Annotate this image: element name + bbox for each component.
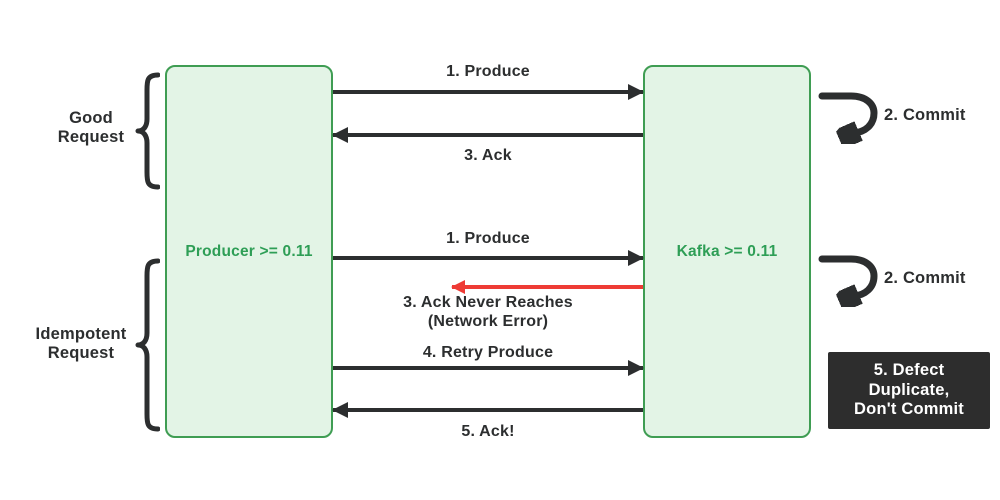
note-line3: Don't Commit (854, 400, 964, 419)
produce-arrow-right-icon (333, 250, 644, 266)
idempotent-request-group-label: Idempotent Request (16, 325, 146, 363)
commit-label: 2. Commit (884, 106, 966, 124)
retry-produce-arrow-right-icon (333, 360, 644, 376)
idempotent-request-line2: Request (47, 344, 115, 362)
commit-self-loop-arrow-icon (818, 92, 878, 144)
ack-arrow-left-icon (332, 127, 643, 143)
produce-arrow-right-icon (333, 84, 644, 100)
lost-ack-message-label: 3. Ack Never Reaches (403, 294, 573, 311)
producer-actor-box: Producer >= 0.11 (165, 65, 333, 438)
note-line2: Duplicate, (868, 380, 950, 399)
good-request-line1: Good (69, 109, 113, 127)
curly-brace-icon (135, 72, 160, 190)
arrowhead (332, 127, 348, 143)
kafka-label: Kafka >= 0.11 (676, 242, 778, 260)
network-error-sublabel: (Network Error) (427, 313, 549, 330)
good-request-line2: Request (57, 128, 125, 146)
arrowhead (628, 360, 644, 376)
ack-message-label: 3. Ack (464, 147, 512, 164)
kafka-actor-box: Kafka >= 0.11 (643, 65, 811, 438)
arrowhead (451, 280, 465, 294)
arrowhead (332, 402, 348, 418)
idempotent-request-line1: Idempotent (35, 325, 127, 343)
curly-brace-icon (135, 258, 160, 432)
note-line1: 5. Defect (873, 361, 945, 380)
produce-message-label: 1. Produce (446, 63, 530, 80)
retry-produce-message-label: 4. Retry Produce (422, 344, 554, 361)
commit-self-loop-arrow-icon (818, 255, 878, 307)
produce-message-label: 1. Produce (446, 230, 530, 247)
arrowhead (628, 250, 644, 266)
defect-duplicate-note-box: 5. Defect Duplicate, Don't Commit (828, 352, 990, 429)
commit-label: 2. Commit (884, 269, 966, 287)
producer-label: Producer >= 0.11 (185, 242, 313, 260)
arrowhead (628, 84, 644, 100)
lost-ack-arrow-red-icon (451, 280, 643, 294)
final-ack-message-label: 5. Ack! (461, 423, 515, 440)
good-request-group-label: Good Request (31, 109, 151, 147)
final-ack-arrow-left-icon (332, 402, 643, 418)
